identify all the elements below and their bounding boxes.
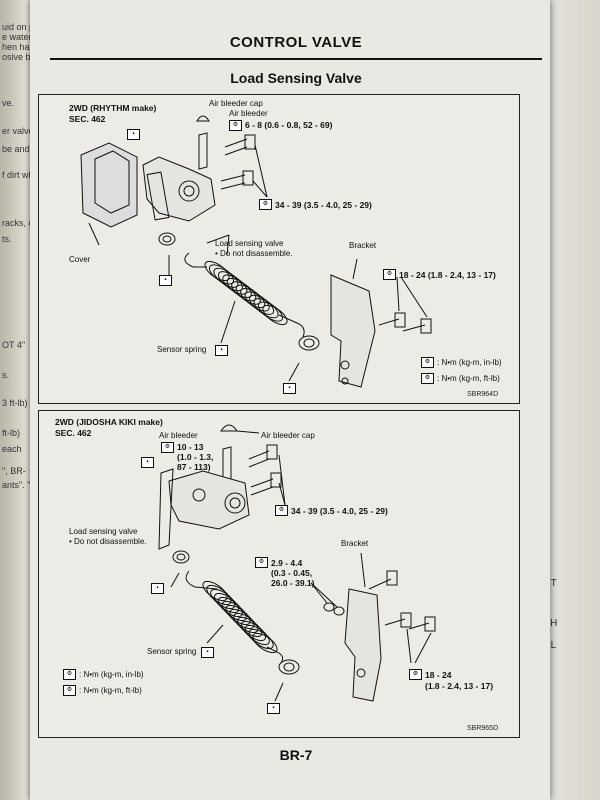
note-do-not-disassemble: • Do not disassemble. bbox=[215, 249, 293, 258]
torque-bracket-2: (1.8 - 2.4, 13 - 17) bbox=[425, 681, 494, 691]
diagram-panel-jidosha-kiki: 2WD (JIDOSHA KIKI make) SEC. 462 Air ble… bbox=[38, 410, 520, 738]
part-code-icon: ▪ bbox=[159, 275, 172, 286]
spring-coil bbox=[248, 628, 274, 650]
left-page-text-fragment: uid on pa bbox=[2, 22, 40, 32]
panel-title: 2WD (JIDOSHA KIKI make) bbox=[55, 417, 163, 427]
panel-title: 2WD (RHYTHM make) bbox=[69, 103, 157, 113]
label-air-bleeder-cap: Air bleeder cap bbox=[261, 431, 315, 440]
header-rule bbox=[50, 58, 542, 60]
spring-coil bbox=[262, 304, 288, 326]
label-sensor-spring: Sensor spring bbox=[157, 345, 207, 354]
left-page-text-fragment: s. bbox=[2, 370, 10, 380]
torque-mounting-bolts: 34 - 39 (3.5 - 4.0, 25 - 29) bbox=[291, 506, 388, 516]
torque-ftlb-icon: ⚙ bbox=[275, 505, 288, 516]
label-air-bleeder: Air bleeder bbox=[229, 109, 268, 118]
left-page-text-fragment: er valve by bbox=[2, 126, 46, 136]
section-number: SEC. 462 bbox=[55, 428, 92, 438]
left-page-text-fragment: OT 4" bbox=[2, 340, 26, 350]
section-title: Load Sensing Valve bbox=[230, 70, 362, 86]
left-page-text-fragment: each bbox=[2, 444, 22, 454]
right-page-text-fragment: EL bbox=[544, 640, 557, 651]
left-page-text-fragment: racks, defo bbox=[2, 218, 47, 228]
torque-ftlb-icon-2: ⚙ bbox=[409, 669, 422, 680]
note-do-not-disassemble: • Do not disassemble. bbox=[69, 537, 147, 546]
page-header: CONTROL VALVE bbox=[229, 34, 363, 51]
label-air-bleeder: Air bleeder bbox=[159, 431, 198, 440]
legend-inlb: : N•m (kg-m, in-lb) bbox=[437, 358, 502, 367]
section-number: SEC. 462 bbox=[69, 114, 106, 124]
torque-mounting-bolts: 34 - 39 (3.5 - 4.0, 25 - 29) bbox=[275, 200, 372, 210]
left-page-text-fragment: 3 ft-lb) bbox=[2, 398, 28, 408]
spring-coil bbox=[252, 632, 278, 654]
spring-code-icon: ▪ bbox=[201, 647, 214, 658]
torque-inlb-icon: ⚙ bbox=[161, 442, 174, 453]
manual-page: CONTROL VALVE Load Sensing Valve bbox=[30, 0, 550, 800]
left-page-text-fragment: ts. bbox=[2, 234, 12, 244]
left-page-text-fragment: e water s bbox=[2, 32, 39, 42]
label-bracket: Bracket bbox=[341, 539, 369, 548]
torque-nut-3: 26.0 - 39.1) bbox=[271, 578, 315, 588]
torque-inlb-icon-2: ⚙ bbox=[255, 557, 268, 568]
label-air-bleeder-cap: Air bleeder cap bbox=[209, 99, 263, 108]
label-cover: Cover bbox=[69, 255, 91, 264]
torque-bleeder-1: 10 - 13 bbox=[177, 442, 204, 452]
left-page-text-fragment: f dirt when bbox=[2, 170, 44, 180]
torque-bracket-bolts: 18 - 24 (1.8 - 2.4, 13 - 17) bbox=[399, 270, 496, 280]
left-page-text-fragment: ", BR- bbox=[2, 466, 26, 476]
label-sensor-spring: Sensor spring bbox=[147, 647, 197, 656]
label-bracket: Bracket bbox=[349, 241, 377, 250]
legend-ftlb: : N•m (kg-m, ft-lb) bbox=[79, 686, 142, 695]
part-code-icon: ▪ bbox=[151, 583, 164, 594]
torque-bleeder: 6 - 8 (0.6 - 0.8, 52 - 69) bbox=[245, 120, 333, 130]
jidosha-valve-drawing bbox=[158, 424, 436, 702]
figure-code: SBR965D bbox=[467, 725, 499, 732]
legend-ftlb-icon: ⚙ bbox=[63, 685, 76, 696]
torque-nut-2: (0.3 - 0.45, bbox=[271, 568, 313, 578]
legend-ftlb: : N•m (kg-m, ft-lb) bbox=[437, 374, 500, 383]
legend-inlb-icon: ⚙ bbox=[421, 357, 434, 368]
bushing-code-icon: ▪ bbox=[283, 383, 296, 394]
diagram-panel-rhythm: 2WD (RHYTHM make) SEC. 462 ▪ Air bleeder… bbox=[38, 94, 520, 404]
legend-inlb-icon: ⚙ bbox=[63, 669, 76, 680]
left-page-text-fragment: ve. bbox=[2, 98, 15, 108]
label-load-sensing-valve: Load sensing valve bbox=[69, 527, 138, 536]
page-number: BR-7 bbox=[279, 747, 313, 763]
left-page-text-fragment: ft-lb) bbox=[2, 428, 20, 438]
torque-bracket-1: 18 - 24 bbox=[425, 670, 452, 680]
left-page-text-fragment: hen hand bbox=[2, 42, 40, 52]
label-load-sensing-valve: Load sensing valve bbox=[215, 239, 284, 248]
sec-code-icon: ▪ bbox=[141, 457, 154, 468]
right-page-text-fragment: TH bbox=[544, 618, 558, 629]
torque-inlb-icon: ⚙ bbox=[229, 120, 242, 131]
spring-code-icon: ▪ bbox=[215, 345, 228, 356]
rhythm-valve-drawing bbox=[80, 115, 432, 388]
legend-ftlb-icon: ⚙ bbox=[421, 373, 434, 384]
torque-nut-1: 2.9 - 4.4 bbox=[271, 558, 303, 568]
figure-code: SBR964D bbox=[467, 391, 499, 398]
torque-bleeder-2: (1.0 - 1.3, bbox=[177, 452, 214, 462]
torque-bleeder-3: 87 - 113) bbox=[177, 462, 211, 472]
left-page-text-fragment: ants". " bbox=[2, 480, 31, 490]
bushing-code-icon: ▪ bbox=[267, 703, 280, 714]
right-page-text-fragment: BT bbox=[544, 578, 557, 589]
sec-code-icon: ▪ bbox=[127, 129, 140, 140]
left-page-text-fragment: osive brak bbox=[2, 52, 44, 62]
legend-inlb: : N•m (kg-m, in-lb) bbox=[79, 670, 144, 679]
torque-ftlb-icon-2: ⚙ bbox=[383, 269, 396, 280]
left-page-text-fragment: be and hos bbox=[2, 144, 47, 154]
torque-ftlb-icon: ⚙ bbox=[259, 199, 272, 210]
